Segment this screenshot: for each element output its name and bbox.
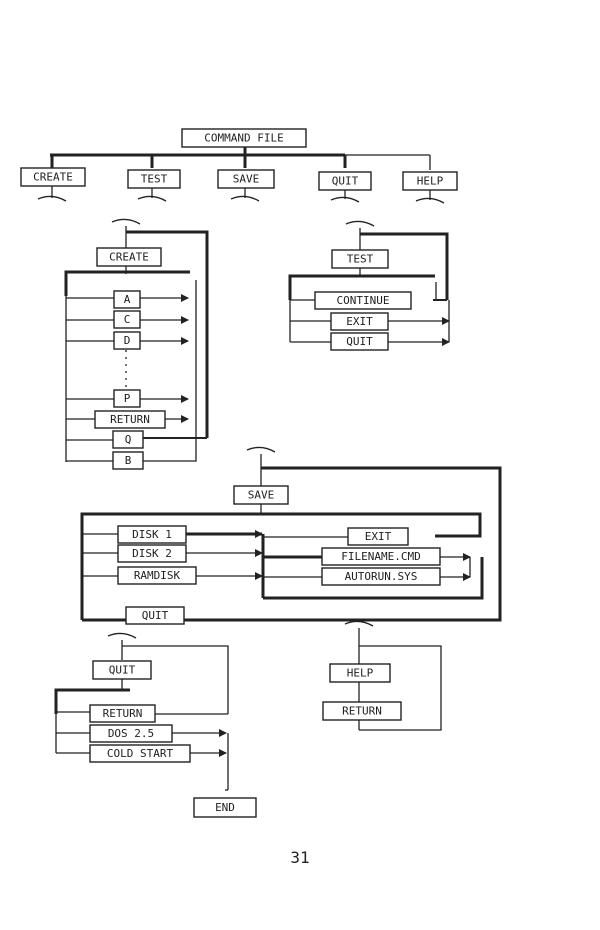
save-target-filename-label: FILENAME.CMD bbox=[341, 550, 420, 563]
create-item-p-box bbox=[113, 389, 141, 408]
create-item-d-box bbox=[113, 331, 141, 350]
menu-quit-label: QUIT bbox=[332, 175, 359, 188]
save-quit-box bbox=[125, 606, 185, 625]
quit-title-label: QUIT bbox=[109, 664, 136, 677]
help-item-return-box bbox=[322, 701, 402, 721]
menu-create-label: CREATE bbox=[33, 171, 73, 184]
create-title-label: CREATE bbox=[109, 251, 149, 264]
test-item-quit-label: QUIT bbox=[346, 335, 373, 348]
save-source-ramdisk-label: RAMDISK bbox=[134, 569, 181, 582]
test-item-continue-label: CONTINUE bbox=[337, 294, 390, 307]
create-item-b-box bbox=[112, 451, 144, 470]
create-item-p-label: P bbox=[124, 392, 131, 405]
create-item-return-label: RETURN bbox=[110, 413, 150, 426]
menu-help-label: HELP bbox=[417, 175, 444, 188]
quit-item-dos-label: DOS 2.5 bbox=[108, 727, 154, 740]
quit-item-coldstart-box bbox=[89, 744, 191, 763]
menu-save-label: SAVE bbox=[233, 173, 260, 186]
menu-test-box bbox=[127, 169, 181, 189]
help-item-return-label: RETURN bbox=[342, 705, 382, 718]
create-item-q-label: Q bbox=[125, 433, 132, 446]
menu-quit-box bbox=[318, 171, 372, 191]
quit-title-box bbox=[92, 660, 152, 680]
page-number: 31 bbox=[290, 848, 310, 867]
menu-create-box bbox=[20, 167, 86, 187]
save-target-filename-box bbox=[321, 547, 441, 566]
quit-item-dos-box bbox=[89, 724, 173, 743]
save-quit-label: QUIT bbox=[142, 609, 169, 622]
create-item-return-box bbox=[94, 410, 166, 429]
save-exit-box bbox=[347, 527, 409, 546]
create-title-box bbox=[96, 247, 162, 267]
menu-help-box bbox=[402, 171, 458, 191]
test-item-quit-box bbox=[330, 332, 389, 351]
create-item-b-label: B bbox=[125, 454, 132, 467]
save-title-label: SAVE bbox=[248, 489, 275, 502]
create-item-a-label: A bbox=[124, 293, 131, 306]
test-title-box bbox=[331, 249, 389, 269]
save-title-box bbox=[233, 485, 289, 505]
quit-end-label: END bbox=[215, 801, 235, 814]
create-item-a-box bbox=[113, 290, 141, 309]
test-item-continue-box bbox=[314, 291, 412, 310]
menu-test-label: TEST bbox=[141, 173, 168, 186]
command-file-label: COMMAND FILE bbox=[204, 132, 283, 145]
quit-item-coldstart-label: COLD START bbox=[107, 747, 174, 760]
quit-end-box bbox=[193, 797, 257, 818]
quit-item-return-label: RETURN bbox=[103, 707, 143, 720]
save-source-disk2-label: DISK 2 bbox=[132, 547, 172, 560]
test-item-exit-label: EXIT bbox=[346, 315, 373, 328]
test-item-exit-box bbox=[330, 312, 389, 331]
save-exit-label: EXIT bbox=[365, 530, 392, 543]
save-target-autorun-box bbox=[321, 567, 441, 586]
test-title-label: TEST bbox=[347, 253, 374, 266]
create-item-d-label: D bbox=[124, 334, 131, 347]
save-source-disk1-box bbox=[117, 525, 187, 544]
create-item-c-box bbox=[113, 310, 141, 329]
help-title-label: HELP bbox=[347, 667, 374, 680]
create-item-q-box bbox=[112, 430, 144, 449]
help-title-box bbox=[329, 663, 391, 683]
create-item-c-label: C bbox=[124, 313, 131, 326]
save-source-ramdisk-box bbox=[117, 566, 197, 585]
save-target-autorun-label: AUTORUN.SYS bbox=[345, 570, 418, 583]
save-source-disk2-box bbox=[117, 544, 187, 563]
menu-save-box bbox=[217, 169, 275, 189]
save-source-disk1-label: DISK 1 bbox=[132, 528, 172, 541]
command-file-box bbox=[181, 128, 307, 148]
quit-item-return-box bbox=[89, 704, 156, 723]
